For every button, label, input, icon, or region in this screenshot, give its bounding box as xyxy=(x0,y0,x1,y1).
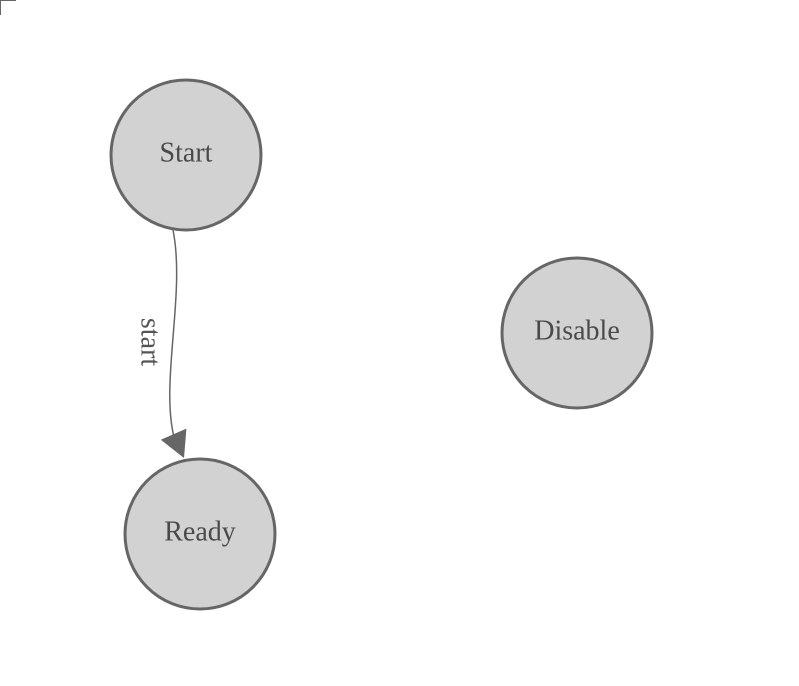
state-node-start[interactable]: Start xyxy=(109,78,263,232)
state-label-ready: Ready xyxy=(164,517,236,548)
edge-label[interactable]: start xyxy=(135,318,166,366)
state-circle-ready[interactable] xyxy=(123,457,277,611)
edge-path[interactable] xyxy=(169,229,178,442)
state-label-start: Start xyxy=(160,138,213,169)
state-node-disable[interactable]: Disable xyxy=(500,256,654,410)
arrowhead-icon xyxy=(160,428,187,458)
edge-start-ready: start xyxy=(135,229,187,458)
state-label-disable: Disable xyxy=(534,316,620,347)
paper-corner-mark xyxy=(0,0,16,15)
state-circle-disable[interactable] xyxy=(500,256,654,410)
state-circle-start[interactable] xyxy=(109,78,263,232)
state-node-ready[interactable]: Ready xyxy=(123,457,277,611)
